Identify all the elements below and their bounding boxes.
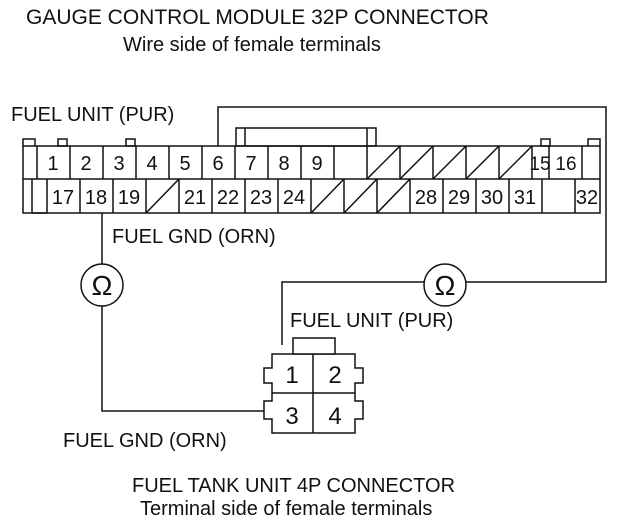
bottom-row-pins: 17 18 19 21 22 23 24 28 29 30 31 32 bbox=[52, 187, 598, 209]
pin-label: 28 bbox=[415, 187, 437, 209]
top-row-dividers bbox=[69, 146, 550, 179]
pin-label: 9 bbox=[311, 153, 322, 175]
tank-connector-subtitle: Terminal side of female terminals bbox=[140, 498, 433, 520]
pin-label: 19 bbox=[118, 187, 140, 209]
module-connector-title: GAUGE CONTROL MODULE 32P CONNECTOR bbox=[26, 6, 489, 29]
pin-label: 8 bbox=[278, 153, 289, 175]
pin-label: 5 bbox=[179, 153, 190, 175]
pin-label: 15 bbox=[529, 154, 550, 175]
pin-label: 2 bbox=[328, 362, 341, 389]
pin-label: 4 bbox=[328, 403, 341, 430]
empty-cavity-slashes bbox=[145, 145, 533, 214]
top-row-pins: 1 2 3 4 5 6 7 8 9 15 16 bbox=[47, 153, 576, 175]
connector-32p-right-ear bbox=[587, 138, 601, 146]
pin-label: 30 bbox=[481, 187, 503, 209]
ohm-icon: Ω bbox=[92, 270, 113, 301]
bottom-row-dividers bbox=[46, 179, 576, 213]
fuel-unit-label-top: FUEL UNIT (PUR) bbox=[11, 104, 175, 126]
pin-label: 18 bbox=[85, 187, 107, 209]
ohmmeter-right bbox=[423, 263, 467, 307]
tank-connector-title: FUEL TANK UNIT 4P CONNECTOR bbox=[132, 475, 456, 497]
pin-label: 32 bbox=[576, 187, 598, 209]
fuel-unit-label-mid: FUEL UNIT (PUR) bbox=[290, 310, 454, 332]
ohmmeter-left bbox=[80, 263, 124, 307]
ohm-icon: Ω bbox=[435, 270, 456, 301]
connector-32p-left-ear bbox=[22, 138, 36, 146]
pin-label: 22 bbox=[217, 187, 239, 209]
pin-label: 24 bbox=[283, 187, 305, 209]
pin-label: 3 bbox=[285, 403, 298, 430]
fuel-gnd-label-bottom: FUEL GND (ORN) bbox=[63, 430, 227, 452]
terminal-key-4 bbox=[125, 138, 136, 147]
pin-label: 1 bbox=[285, 362, 298, 389]
module-connector-subtitle: Wire side of female terminals bbox=[123, 34, 381, 56]
connector-4p-pins: 1 2 3 4 bbox=[285, 362, 341, 430]
pin-label: 1 bbox=[47, 153, 58, 175]
pin-label: 21 bbox=[184, 187, 206, 209]
pin-label: 31 bbox=[514, 187, 536, 209]
pin-label: 6 bbox=[212, 153, 223, 175]
terminal-key-15 bbox=[540, 138, 551, 147]
pin-label: 7 bbox=[245, 153, 256, 175]
pin-label: 2 bbox=[80, 153, 91, 175]
pin-label: 17 bbox=[52, 187, 74, 209]
pin-label: 23 bbox=[250, 187, 272, 209]
fuel-gnd-label-top: FUEL GND (ORN) bbox=[112, 226, 276, 248]
fuel-unit-wire bbox=[217, 106, 607, 345]
pin-label: 3 bbox=[113, 153, 124, 175]
terminal-key-2 bbox=[57, 138, 68, 147]
connector-32p-lock-tab bbox=[235, 127, 377, 147]
pin-label: 29 bbox=[448, 187, 470, 209]
pin-label: 16 bbox=[555, 154, 576, 175]
pin-label: 4 bbox=[146, 153, 157, 175]
connector-4p-lock-tab bbox=[292, 337, 336, 355]
